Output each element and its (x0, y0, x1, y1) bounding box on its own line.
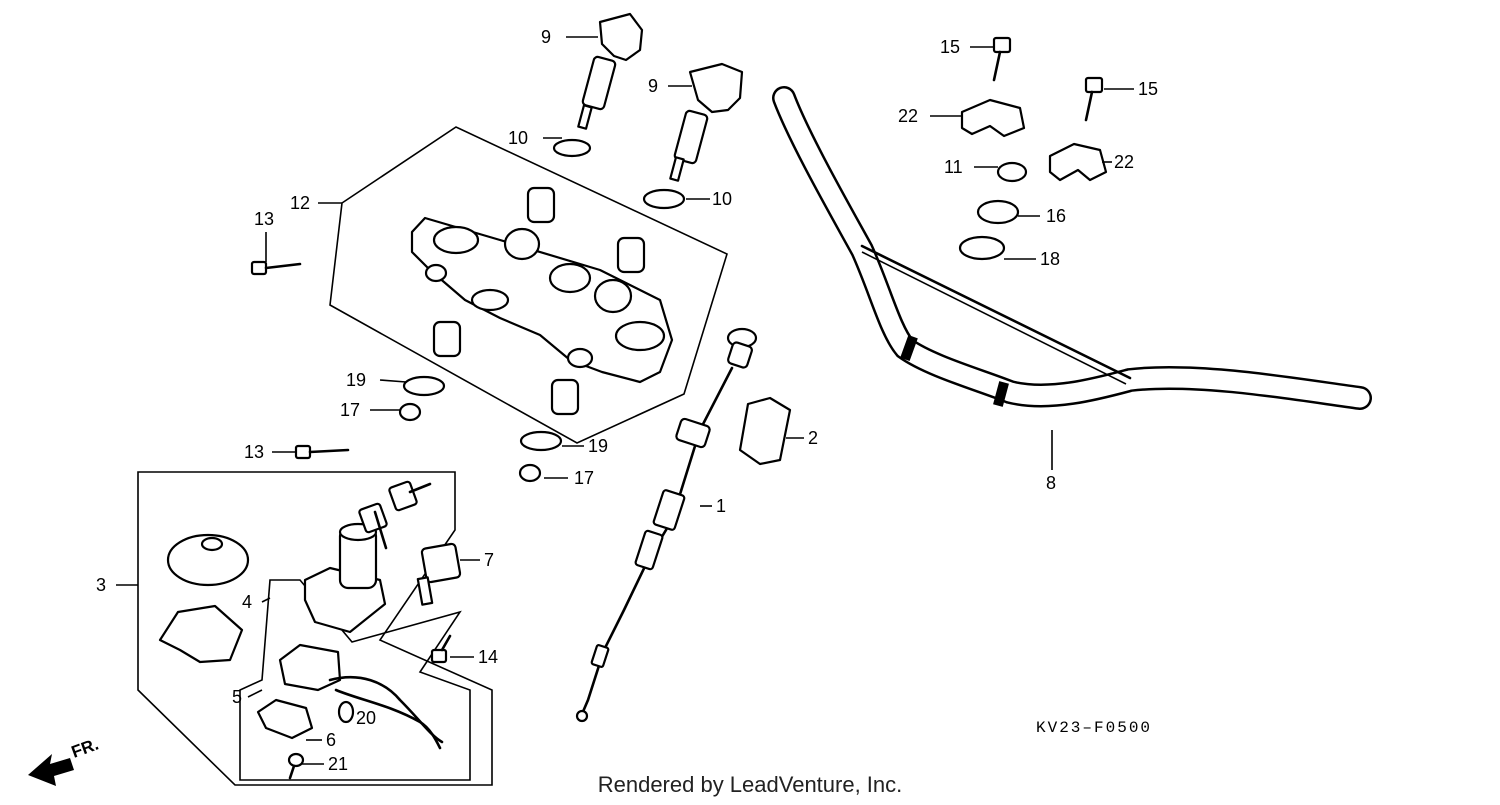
washer-10-right (642, 188, 686, 210)
callout-17b: 17 (574, 468, 594, 488)
callout-7: 7 (484, 550, 494, 570)
washer-19-right (519, 430, 563, 452)
screw-21 (287, 752, 305, 780)
callout-2: 2 (808, 428, 818, 448)
bolt-14 (430, 634, 452, 664)
nut-17-right (518, 463, 542, 483)
leader-lines (116, 36, 1134, 765)
ignition-switch-body (303, 522, 387, 634)
switch-contact-harness (278, 643, 444, 750)
ignition-cover (166, 533, 250, 587)
cable-holder-2 (738, 396, 792, 466)
top-bridge-group-outline (329, 126, 728, 444)
callout-labels: 1 2 3 4 5 6 7 8 9 9 10 10 11 12 13 13 14… (96, 27, 1158, 774)
bolt-13-upper (250, 260, 302, 276)
callout-19b: 19 (588, 436, 608, 456)
callout-11: 11 (944, 157, 963, 177)
ignition-keys (358, 480, 432, 550)
spare-key (416, 542, 462, 606)
callout-18: 18 (1040, 249, 1060, 269)
bolt-15-right (1084, 76, 1104, 122)
callout-13a: 13 (254, 209, 274, 229)
callout-14: 14 (478, 647, 498, 667)
holder-cap-22-left (960, 98, 1026, 138)
callout-21: 21 (328, 754, 348, 774)
callout-10a: 10 (508, 128, 528, 148)
callout-4: 4 (242, 592, 252, 612)
front-direction-label: FR. (69, 735, 101, 762)
rubber-bushings (432, 186, 646, 416)
callout-8: 8 (1046, 473, 1056, 493)
bolt-13-lower (294, 444, 350, 460)
nut-11 (996, 161, 1028, 183)
callout-9b: 9 (648, 76, 658, 96)
callout-19a: 19 (346, 370, 366, 390)
callout-13b: 13 (244, 442, 264, 462)
switch-cover-6 (256, 698, 314, 740)
connector-20 (337, 700, 355, 724)
callout-22a: 22 (898, 106, 918, 126)
callout-10b: 10 (712, 189, 732, 209)
callout-17a: 17 (340, 400, 360, 420)
callout-3: 3 (96, 575, 106, 595)
bolt-15-left (992, 36, 1012, 82)
callout-6: 6 (326, 730, 336, 750)
washer-18 (958, 235, 1006, 261)
callout-5: 5 (232, 687, 242, 707)
callout-20: 20 (356, 708, 376, 728)
holder-cap-22-right (1048, 142, 1108, 182)
top-bridge-part (410, 216, 674, 384)
handlebar (772, 86, 1372, 410)
nut-17-left (398, 402, 422, 422)
washer-10-left (552, 138, 592, 158)
diagram-code: KV23–F0500 (1036, 719, 1152, 737)
washer-16 (976, 199, 1020, 225)
callout-12: 12 (290, 193, 310, 213)
upper-holder-right (669, 62, 744, 182)
choke-cable (575, 327, 758, 723)
ignition-group-outline (137, 471, 493, 786)
washer-19-left (402, 375, 446, 397)
upper-holder-left (577, 12, 644, 130)
callout-15a: 15 (940, 37, 960, 57)
callout-1: 1 (716, 496, 726, 516)
callout-16: 16 (1046, 206, 1066, 226)
callout-22b: 22 (1114, 152, 1134, 172)
switch-bracket (158, 604, 244, 664)
render-credit: Rendered by LeadVenture, Inc. (597, 772, 903, 797)
callout-9a: 9 (541, 27, 551, 47)
callout-15b: 15 (1138, 79, 1158, 99)
